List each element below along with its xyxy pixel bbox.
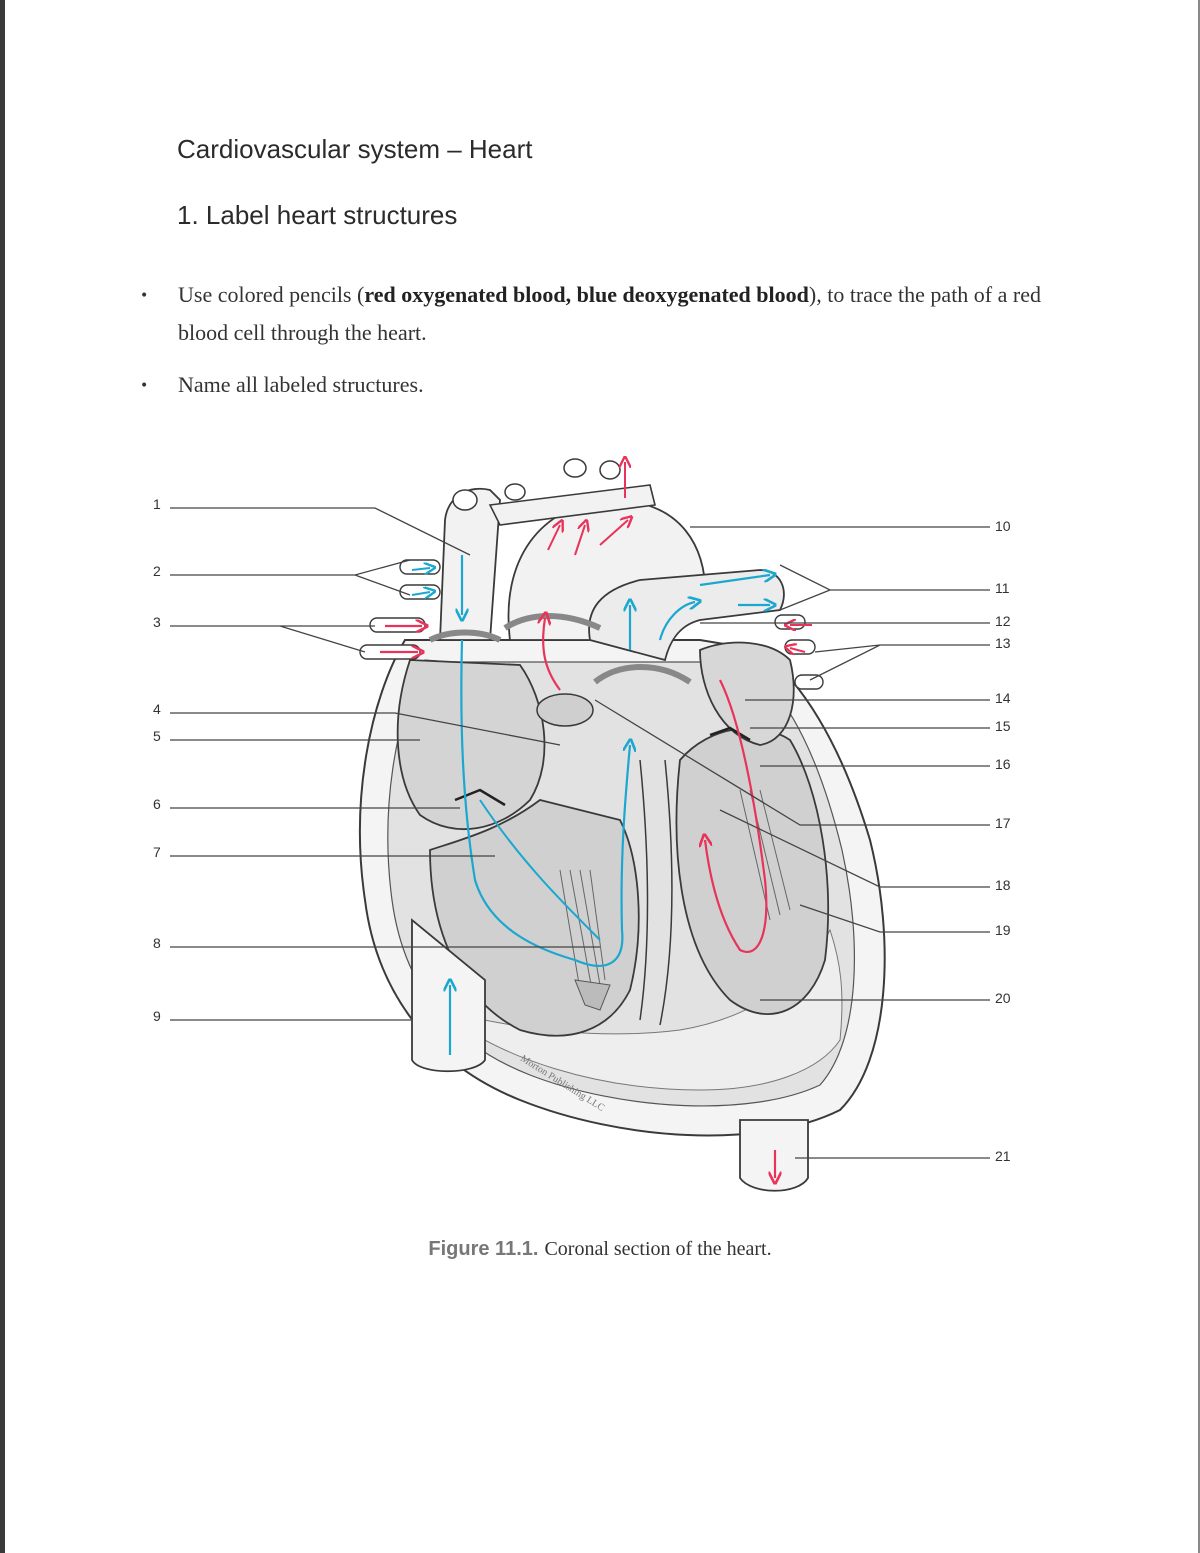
label-4: 4 [153, 701, 161, 717]
tricuspid-valve [454, 788, 506, 807]
label-15: 15 [995, 718, 1011, 734]
label-9: 9 [153, 1008, 161, 1024]
right-leader-lines [594, 526, 990, 1159]
pulmonary-trunk [588, 569, 785, 662]
aorta-branch-opening [452, 489, 478, 511]
red-flow-path [790, 648, 806, 652]
leader-19 [799, 904, 990, 933]
figure-caption-text: Coronal section of the heart. [544, 1238, 772, 1260]
red-flow-path [574, 525, 585, 556]
pulmonary-vein [774, 614, 806, 630]
right-atrium [396, 659, 546, 831]
pulmonary-vein [784, 639, 816, 655]
chordae-tendineae [559, 869, 606, 991]
page-edge-left [0, 0, 5, 1553]
myocardium [439, 928, 843, 1091]
label-12: 12 [995, 613, 1011, 629]
septum-2 [659, 759, 673, 1026]
blue-flow-path [411, 568, 430, 570]
bullet-marker: • [140, 288, 149, 304]
red-flow-path [599, 520, 628, 546]
superior-vena-cava [439, 487, 501, 641]
aortic-valve [593, 664, 692, 685]
inferior-vena-cava [411, 918, 486, 1073]
label-6: 6 [153, 796, 161, 812]
septum [639, 759, 649, 1021]
leader-18 [719, 809, 990, 888]
label-14: 14 [995, 690, 1011, 706]
label-5: 5 [153, 728, 161, 744]
label-2: 2 [153, 563, 161, 579]
document-title: Cardiovascular system – Heart [177, 134, 533, 164]
pulmonary-vessel-left [399, 584, 441, 600]
figure-caption-label: Figure 11.1. [428, 1238, 539, 1260]
pulmonary-vessel-left [399, 559, 441, 575]
label-1: 1 [153, 496, 161, 512]
label-3: 3 [153, 614, 161, 630]
blue-flow-path [479, 799, 601, 941]
aortic-valve-opening [536, 693, 594, 727]
red-flow-path [547, 525, 560, 551]
figure-caption: Figure 11.1.Coronal section of the heart… [0, 1238, 1200, 1261]
instruction-name: Name all labeled structures. [178, 372, 424, 397]
label-18: 18 [995, 877, 1011, 893]
leader-13 [809, 644, 990, 681]
instruction-trace-pre: Use colored pencils ( [178, 282, 365, 307]
label-17: 17 [995, 815, 1011, 831]
red-flow-path [705, 679, 768, 953]
page-edge-right [1198, 0, 1200, 1553]
instruction-trace-post: ), to trace the path of a red blood cell… [178, 282, 1041, 345]
leader-11 [779, 564, 990, 611]
leader-1 [170, 507, 471, 556]
valve-ring [428, 629, 502, 643]
papillary-muscle [574, 979, 611, 1011]
label-19: 19 [995, 922, 1011, 938]
left-leader-lines [170, 507, 600, 1021]
instruction-trace: Use colored pencils (red oxygenated bloo… [178, 276, 1058, 352]
aorta-branch-opening [599, 460, 621, 480]
leader-2 [170, 559, 411, 596]
blue-flow-path [699, 575, 770, 587]
leader-17 [594, 699, 990, 826]
label-7: 7 [153, 844, 161, 860]
aorta-branch-opening [563, 458, 587, 478]
blue-flow-path [411, 592, 430, 595]
aorta-branch-opening [504, 483, 526, 501]
left-atrium [699, 641, 795, 746]
label-11: 11 [995, 580, 1010, 596]
blue-flow-path [460, 639, 630, 967]
leader-3 [170, 625, 375, 653]
pulmonary-vein [794, 674, 824, 690]
section-heading: 1. Label heart structures [177, 200, 458, 230]
label-20: 20 [995, 990, 1011, 1006]
label-21: 21 [995, 1148, 1011, 1164]
label-10: 10 [995, 518, 1011, 534]
blue-flow-path [658, 602, 695, 641]
instruction-trace-bold: red oxygenated blood, blue deoxygenated … [364, 282, 809, 307]
bullet-marker: • [140, 378, 149, 394]
label-16: 16 [995, 756, 1011, 772]
mitral-valve [709, 726, 751, 742]
label-13: 13 [995, 635, 1011, 651]
red-flow-path [543, 618, 561, 691]
aorta-branches [488, 484, 656, 526]
leader-4 [170, 712, 561, 746]
label-8: 8 [153, 935, 161, 951]
